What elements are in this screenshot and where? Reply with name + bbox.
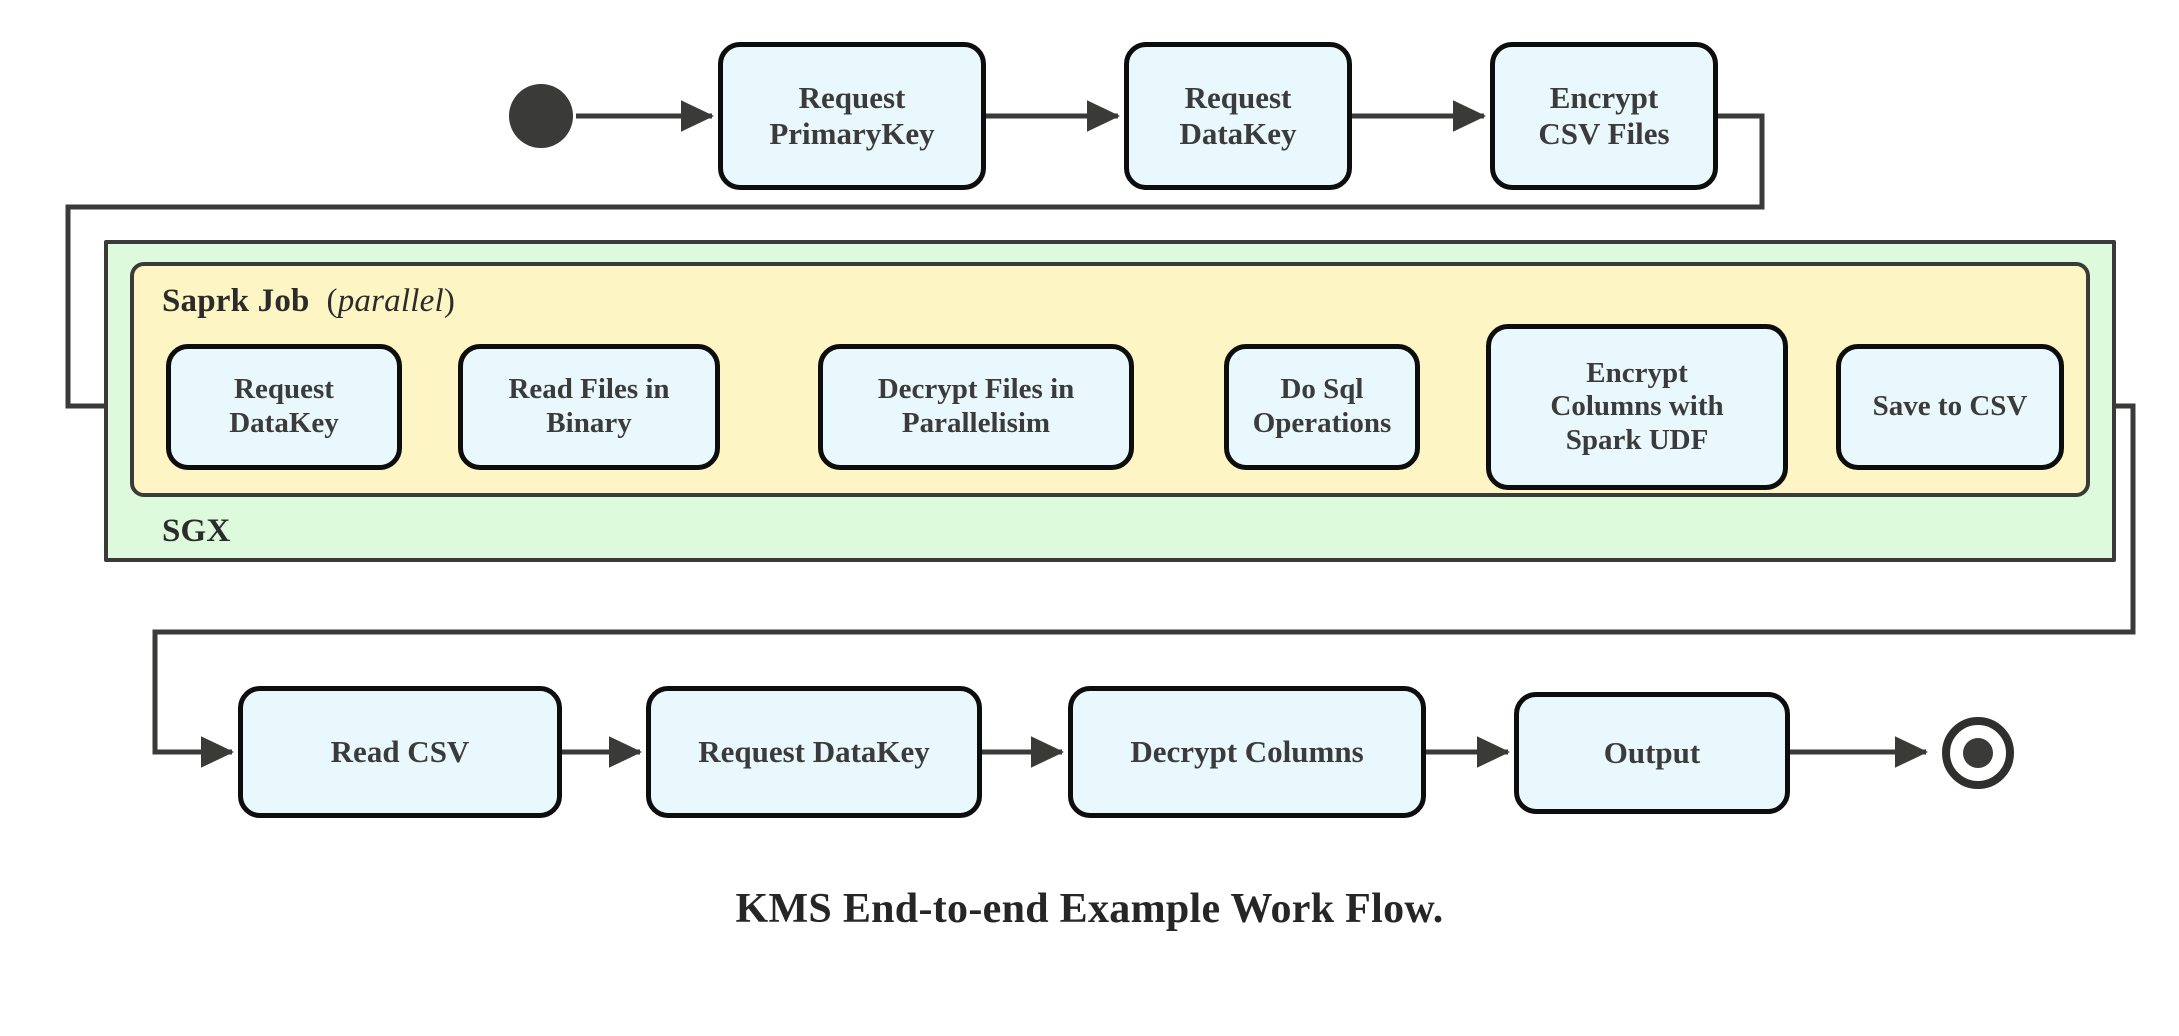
- node-line: Read CSV: [330, 734, 470, 770]
- node-line: DataKey: [229, 407, 339, 439]
- node-line: Binary: [546, 407, 632, 439]
- node-line: PrimaryKey: [769, 116, 935, 151]
- node-encrypt-csv-files[interactable]: Encrypt CSV Files: [1490, 42, 1718, 190]
- node-line: Output: [1603, 735, 1701, 771]
- node-request-datakey-spark[interactable]: Request DataKey: [166, 344, 402, 470]
- node-decrypt-files-in-parallelisim[interactable]: Decrypt Files in Parallelisim: [818, 344, 1134, 470]
- node-line: Encrypt: [1586, 356, 1688, 389]
- node-line: Encrypt: [1549, 80, 1659, 116]
- node-line: Decrypt Columns: [1130, 734, 1364, 770]
- node-request-primarykey[interactable]: Request PrimaryKey: [718, 42, 986, 190]
- node-line: Request: [234, 373, 334, 406]
- node-line: Parallelisim: [901, 407, 1051, 439]
- node-line: Request: [798, 80, 906, 116]
- end-event-inner-dot: [1963, 738, 1993, 768]
- node-read-csv[interactable]: Read CSV: [238, 686, 562, 818]
- node-line: Do Sql: [1280, 373, 1364, 406]
- group-spark-job-label-bold: Saprk Job: [162, 283, 310, 319]
- node-line: Operations: [1252, 407, 1392, 439]
- group-spark-job-label: Saprk Job (parallel): [162, 283, 455, 320]
- start-event-node: [509, 84, 573, 148]
- node-output[interactable]: Output: [1514, 692, 1790, 814]
- node-line: Request: [1184, 80, 1292, 116]
- group-label-paren-close: ): [443, 283, 456, 319]
- node-line: DataKey: [1179, 116, 1297, 151]
- node-request-datakey-bottom[interactable]: Request DataKey: [646, 686, 982, 818]
- group-label-paren-open: (: [326, 283, 338, 319]
- node-line: Decrypt Files in: [877, 373, 1075, 406]
- end-event-node: [1942, 717, 2014, 789]
- node-line: Columns with: [1550, 390, 1724, 423]
- node-save-to-csv[interactable]: Save to CSV: [1836, 344, 2064, 470]
- node-line: Save to CSV: [1872, 390, 2028, 423]
- node-line: Read Files in: [508, 373, 670, 406]
- node-line: Spark UDF: [1565, 423, 1709, 456]
- node-do-sql-operations[interactable]: Do Sql Operations: [1224, 344, 1420, 470]
- node-line: Request DataKey: [698, 734, 930, 770]
- node-line: CSV Files: [1538, 116, 1670, 151]
- group-sgx-label: SGX: [162, 513, 231, 549]
- group-spark-job-label-italic: parallel: [337, 283, 444, 319]
- node-encrypt-columns-with-spark-udf[interactable]: Encrypt Columns with Spark UDF: [1486, 324, 1788, 490]
- node-request-datakey-top[interactable]: Request DataKey: [1124, 42, 1352, 190]
- node-decrypt-columns[interactable]: Decrypt Columns: [1068, 686, 1426, 818]
- node-read-files-in-binary[interactable]: Read Files in Binary: [458, 344, 720, 470]
- figure-caption: KMS End-to-end Example Work Flow.: [735, 886, 1444, 932]
